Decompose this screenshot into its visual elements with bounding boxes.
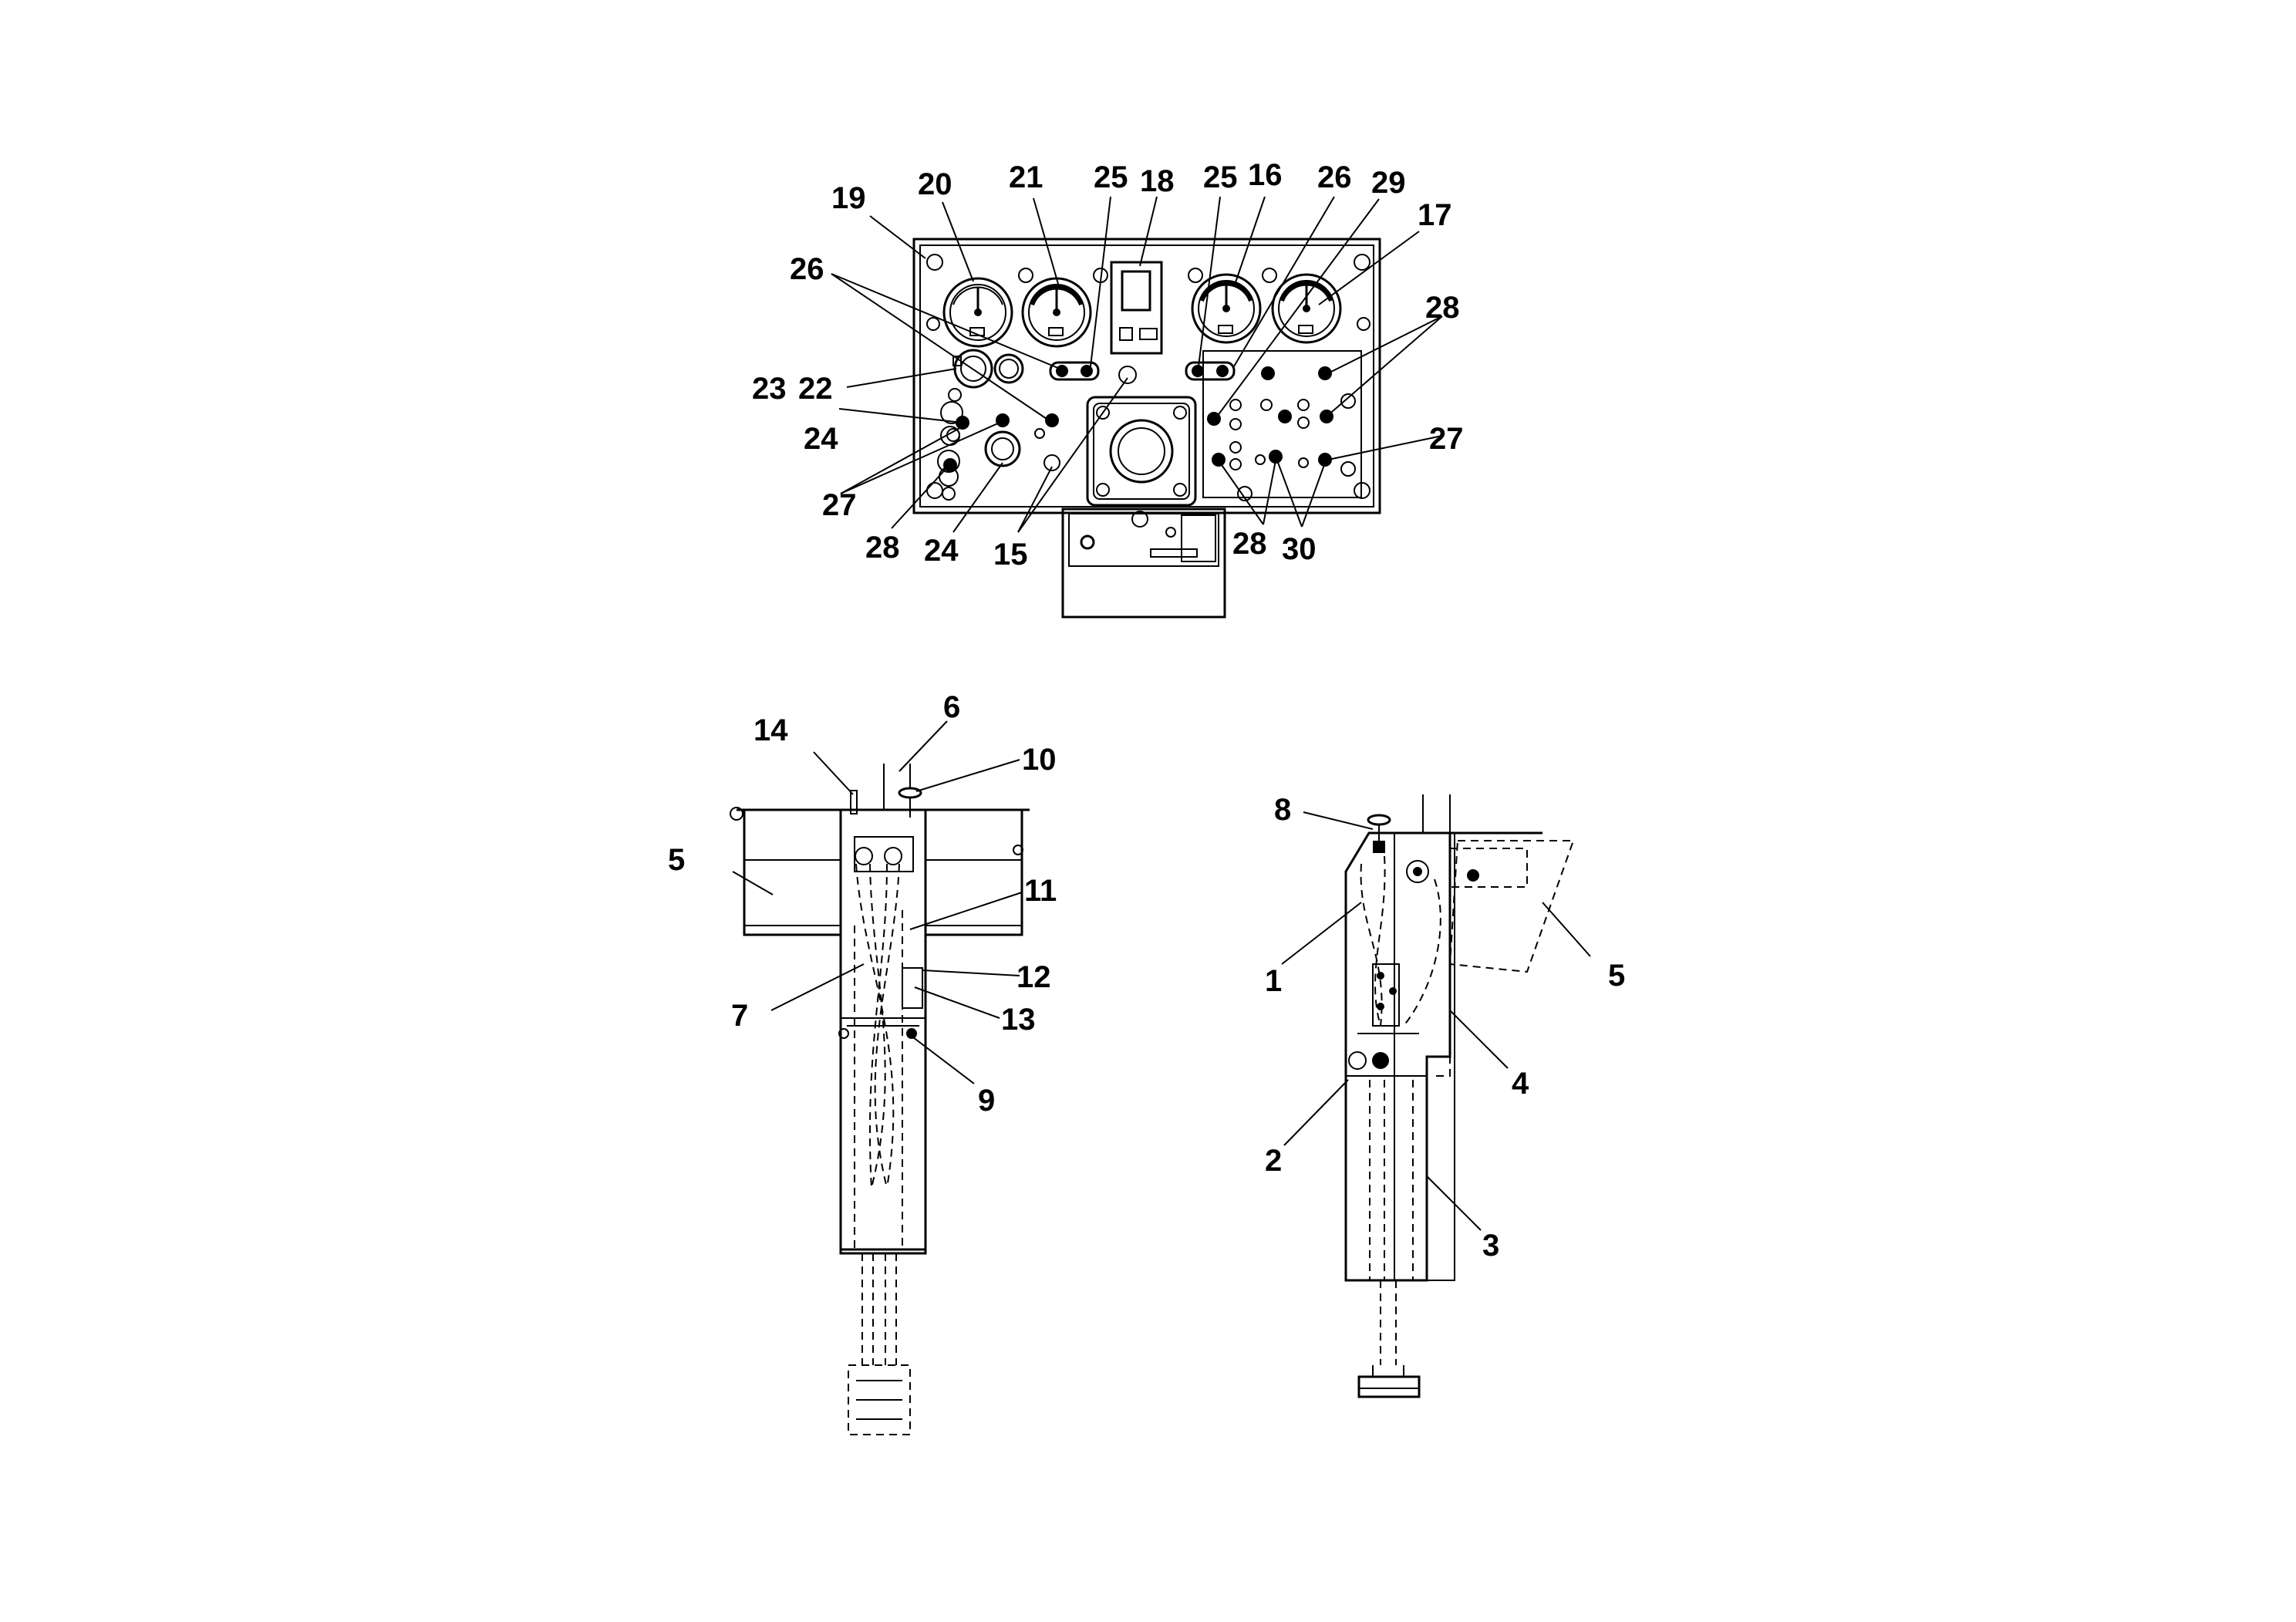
center-plate xyxy=(1086,396,1197,507)
gauge-21 xyxy=(1021,277,1092,348)
callout-5-front: 5 xyxy=(668,843,685,877)
callout-9: 9 xyxy=(978,1084,995,1118)
callout-12: 12 xyxy=(1017,960,1051,994)
callout-19: 19 xyxy=(831,181,866,215)
callout-28-left: 28 xyxy=(865,531,900,565)
callout-30: 30 xyxy=(1282,532,1317,566)
callout-26-left: 26 xyxy=(790,252,824,286)
callout-1: 1 xyxy=(1265,964,1282,998)
callout-27-right: 27 xyxy=(1429,422,1464,456)
gauge-17 xyxy=(1271,273,1342,344)
callout-24-left: 24 xyxy=(804,422,838,456)
callout-24-bottom: 24 xyxy=(924,534,959,568)
callout-8: 8 xyxy=(1274,793,1291,827)
callout-21: 21 xyxy=(1009,160,1043,194)
callout-11: 11 xyxy=(1024,874,1057,908)
callout-6: 6 xyxy=(943,690,960,724)
callout-27-left: 27 xyxy=(822,488,857,522)
callout-5-side: 5 xyxy=(1608,959,1625,993)
callout-15: 15 xyxy=(993,538,1028,572)
front-view-assembly xyxy=(730,764,1030,1435)
callout-22: 22 xyxy=(798,372,833,406)
callout-20: 20 xyxy=(918,167,952,201)
callout-2: 2 xyxy=(1265,1144,1282,1178)
callout-26-right: 26 xyxy=(1317,160,1352,194)
callout-7: 7 xyxy=(731,999,748,1033)
callout-16: 16 xyxy=(1248,158,1283,192)
callout-28-bottom-right: 28 xyxy=(1232,527,1267,561)
callout-labels: 19 20 21 25 18 25 16 26 29 17 26 28 23 2… xyxy=(668,158,1625,1263)
callout-10: 10 xyxy=(1022,743,1057,777)
callout-23: 23 xyxy=(752,372,787,406)
instrument-panel xyxy=(912,238,1381,619)
gauge-16 xyxy=(1191,273,1262,344)
callout-18: 18 xyxy=(1140,164,1175,198)
gauge-20 xyxy=(942,277,1013,348)
callout-14: 14 xyxy=(754,713,788,747)
side-view-assembly xyxy=(1344,794,1575,1398)
callout-29: 29 xyxy=(1371,166,1406,200)
callout-25-right: 25 xyxy=(1203,160,1238,194)
callout-28-top-right: 28 xyxy=(1425,291,1460,325)
callout-25-left: 25 xyxy=(1094,160,1128,194)
hour-meter-18 xyxy=(1110,261,1163,355)
callout-4: 4 xyxy=(1512,1067,1529,1101)
callout-3: 3 xyxy=(1482,1229,1499,1263)
callout-17: 17 xyxy=(1418,198,1452,232)
callout-13: 13 xyxy=(1001,1003,1036,1037)
leader-lines xyxy=(732,196,1591,1231)
